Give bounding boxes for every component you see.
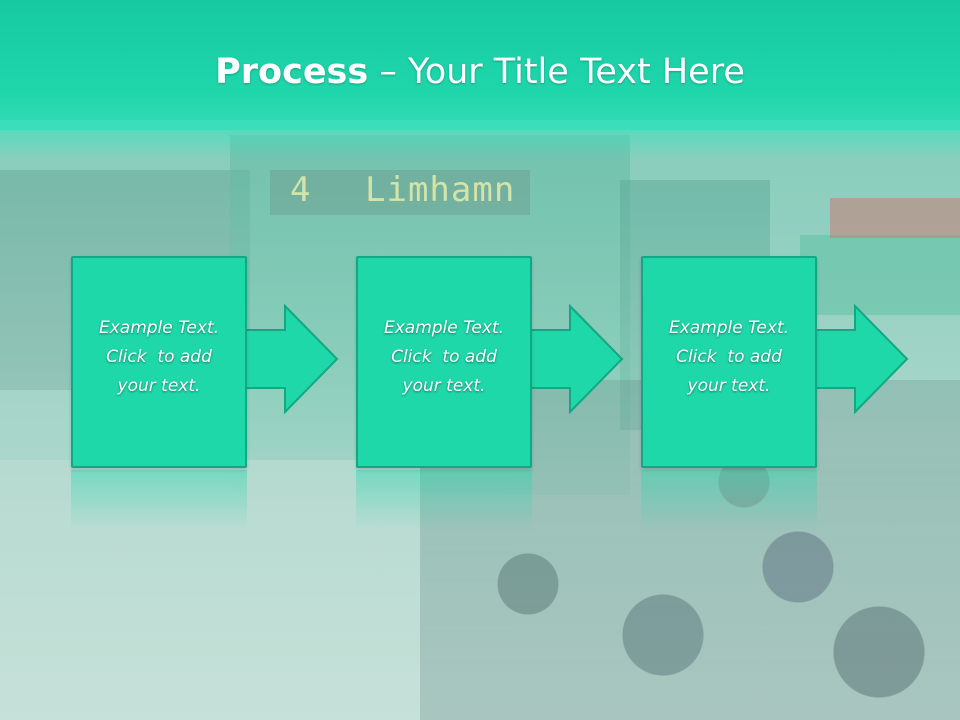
step-text-line: Click to add xyxy=(106,347,212,367)
step-box[interactable]: Example Text. Click to add your text. xyxy=(641,256,817,468)
title-bold: Process xyxy=(215,52,369,92)
step-text-line: Example Text. xyxy=(383,318,505,338)
step-box[interactable]: Example Text. Click to add your text. xyxy=(356,256,532,468)
step-text-line: your text. xyxy=(687,376,771,396)
step-text-line: Click to add xyxy=(391,347,497,367)
step-reflection xyxy=(71,470,247,530)
header-fade xyxy=(0,120,960,160)
bus-destination: Limhamn xyxy=(365,170,516,210)
process-step-2: Example Text. Click to add your text. xyxy=(356,256,626,468)
arrow-right-icon xyxy=(524,304,624,414)
title-rest: – Your Title Text Here xyxy=(368,52,745,92)
step-box[interactable]: Example Text. Click to add your text. xyxy=(71,256,247,468)
header-band xyxy=(0,0,960,130)
step-text-line: Example Text. xyxy=(98,318,220,338)
ground xyxy=(0,460,420,720)
step-text-line: your text. xyxy=(402,376,486,396)
step-text-line: your text. xyxy=(117,376,201,396)
process-step-3: Example Text. Click to add your text. xyxy=(641,256,911,468)
process-step-1: Example Text. Click to add your text. xyxy=(71,256,341,468)
step-reflection xyxy=(356,470,532,530)
bus-route-number: 4 xyxy=(290,170,312,210)
step-text[interactable]: Example Text. Click to add your text. xyxy=(643,314,815,401)
slide-title[interactable]: Process – Your Title Text Here xyxy=(0,52,960,92)
bus-far xyxy=(800,235,960,315)
arrow-right-icon xyxy=(239,304,339,414)
bus-destination-sign xyxy=(270,170,530,215)
red-building xyxy=(830,198,960,238)
step-text-line: Example Text. xyxy=(668,318,790,338)
arrow-right-icon xyxy=(809,304,909,414)
step-text[interactable]: Example Text. Click to add your text. xyxy=(358,314,530,401)
step-text-line: Click to add xyxy=(676,347,782,367)
step-reflection xyxy=(641,470,817,530)
step-text[interactable]: Example Text. Click to add your text. xyxy=(73,314,245,401)
